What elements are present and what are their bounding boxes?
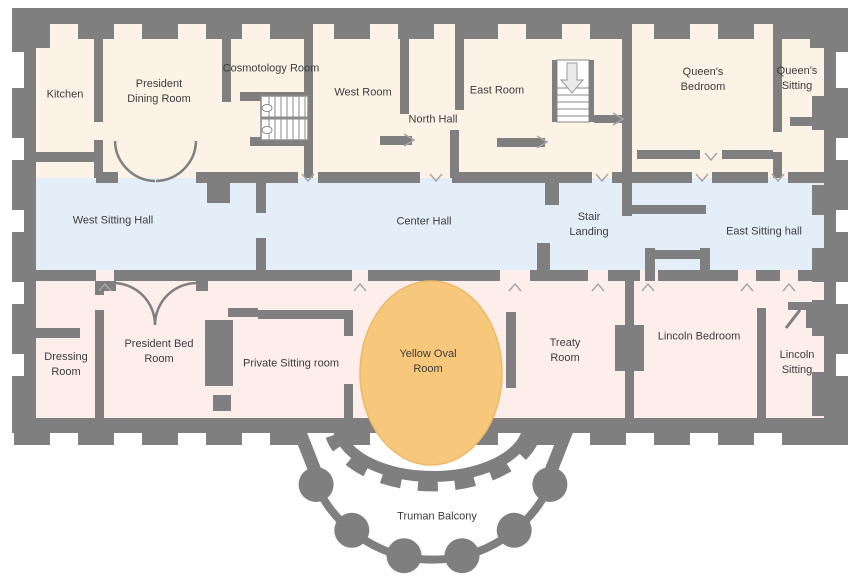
balcony-inner-tabs: [325, 434, 541, 492]
balcony-inner-wall: [333, 430, 533, 482]
outer-walls: [12, 8, 848, 445]
door-swing-arcs: [112, 140, 802, 329]
balcony-column: [444, 538, 480, 574]
door-chevron-marks: [98, 112, 796, 292]
balcony-column: [334, 512, 370, 548]
stairs-down-arrow-icon: [559, 62, 585, 94]
balcony-column: [386, 538, 422, 574]
truman-balcony-structure: [292, 427, 574, 574]
balcony-column: [496, 512, 532, 548]
top-pilasters: [14, 24, 818, 39]
left-pilasters: [12, 8, 24, 432]
yellow-oval-room-shape: [359, 280, 503, 466]
balcony-column: [532, 467, 568, 502]
right-pilasters: [836, 8, 848, 432]
balcony-column: [298, 467, 334, 502]
staircase-icon-east: [552, 59, 594, 123]
balcony-columns: [298, 467, 568, 574]
staircase-icon-west: [260, 95, 309, 141]
